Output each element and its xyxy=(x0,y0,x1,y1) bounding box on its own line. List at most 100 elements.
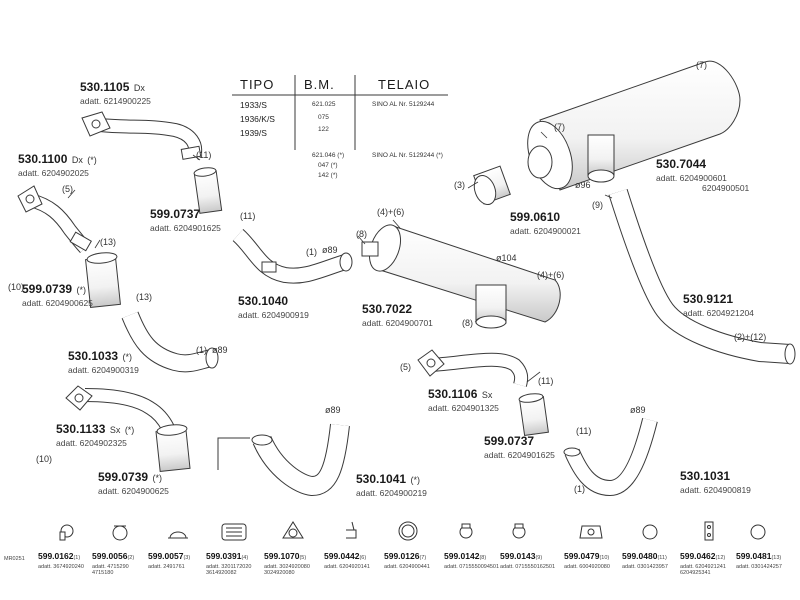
table-row-3-bm: 122 xyxy=(318,126,329,133)
label-530-1133: 530.1133 Sx (*) adatt. 6204902325 xyxy=(56,422,135,448)
clamp-icon-3 xyxy=(168,531,188,539)
callout-13: (13) xyxy=(136,292,153,302)
callout-5: (5) xyxy=(62,184,73,194)
label-530-9121: 530.9121 adatt. 6204921204 xyxy=(683,292,754,318)
callout-1: (1) xyxy=(196,345,207,355)
clamp-icon-1 xyxy=(59,524,74,541)
pipe-530-1031 xyxy=(563,418,658,497)
table-row-2-bm: 075 xyxy=(318,114,329,121)
callout-5: (5) xyxy=(400,362,411,372)
clamp-icon-2 xyxy=(112,525,128,541)
table-row-2-tipo: 1936/K/S xyxy=(240,114,275,124)
label-530-1106: 530.1106 Sx adatt. 6204901325 xyxy=(428,387,499,413)
footer-item-13: 599.0481(13)adatt. 0301424257 xyxy=(736,551,782,570)
pipe-530-1106 xyxy=(417,349,529,387)
callout-7: (7) xyxy=(554,122,565,132)
callout-4-6: (4)+(6) xyxy=(537,270,565,280)
label-599-0610: 599.0610 adatt. 6204900021 xyxy=(510,210,581,236)
label-530-1105: 530.1105 Dx adatt. 6214900225 xyxy=(80,80,151,106)
table-row-6-bm: 142 (*) xyxy=(318,172,338,179)
gasket-icon-4 xyxy=(221,523,247,541)
pipe-530-1105 xyxy=(81,111,203,160)
table-row-5-bm: 047 (*) xyxy=(318,162,338,169)
footer-item-8: 599.0142(8)adatt. 0715550094501 xyxy=(444,551,500,570)
bracket-icon-12 xyxy=(704,521,714,541)
bolt-icon-6 xyxy=(346,521,357,539)
callout-1: (1) xyxy=(574,484,585,494)
label-530-1031: 530.1031 adatt. 6204900819 xyxy=(680,469,751,495)
table-row-1-telaio: SINO AL Nr. 5129244 xyxy=(372,101,435,108)
callout-11: (11) xyxy=(240,211,256,221)
sleeve-599-0739-upper xyxy=(85,252,121,308)
callout-8: (8) xyxy=(462,318,473,328)
table-header-bm: B.M. xyxy=(304,77,335,92)
pipe-530-9121 xyxy=(608,188,796,365)
callout-diameter-104: ø104 xyxy=(496,253,517,263)
pipe-530-1041 xyxy=(217,423,350,497)
callout-9: (9) xyxy=(592,200,603,210)
footer-item-9: 599.0143(9)adatt. 0715550162501 xyxy=(500,551,556,570)
pipe-530-1040 xyxy=(232,229,353,284)
callout-11: (11) xyxy=(538,376,554,386)
ring-icon-13 xyxy=(750,524,766,540)
table-row-1-bm: 621.025 xyxy=(312,101,336,108)
sleeve-599-0737-upper xyxy=(193,167,223,214)
footer-item-10: 599.0479(10)adatt. 6004920080 xyxy=(564,551,610,570)
pipe-530-1133 xyxy=(65,385,175,432)
callout-8: (8) xyxy=(356,229,367,239)
footer-item-11: 599.0480(11)adatt. 0301423957 xyxy=(622,551,668,570)
silencer-530-7022 xyxy=(361,224,561,329)
footer-icons xyxy=(59,521,766,541)
label-530-1041: 530.1041 (*) adatt. 6204900219 xyxy=(356,472,427,498)
callout-diameter-89: ø89 xyxy=(630,405,646,415)
label-530-1100: 530.1100 Dx (*) adatt. 6204902025 xyxy=(18,152,97,178)
table-row-4-telaio: SINO AL Nr. 5129244 (*) xyxy=(372,152,443,159)
label-530-1033: 530.1033 (*) adatt. 6204900319 xyxy=(68,349,139,375)
callout-3: (3) xyxy=(454,180,465,190)
table-row-4-bm: 621.046 (*) xyxy=(312,152,345,159)
label-599-0737-upper: 599.0737 adatt. 6204901625 xyxy=(150,207,221,233)
footer-item-3: 599.0057(3)adatt. 2491761 xyxy=(148,551,191,570)
footer-item-1: 599.0162(1)adatt. 3674920240 xyxy=(38,551,84,570)
spec-table-lines xyxy=(232,75,448,150)
flange-icon-10 xyxy=(579,525,603,539)
sleeve-599-0737-lower xyxy=(518,393,549,437)
ring-icon-11 xyxy=(642,524,658,540)
table-header-tipo: TIPO xyxy=(240,77,275,92)
callout-diameter-96: ø96 xyxy=(575,180,591,190)
callout-11: (11) xyxy=(196,150,212,160)
pipe-530-1033 xyxy=(121,311,219,373)
clamp-icon-9 xyxy=(512,523,526,539)
table-row-3-tipo: 1939/S xyxy=(240,128,267,138)
callout-2-12: (2)+(12) xyxy=(734,332,767,342)
callout-diameter-89: ø89 xyxy=(325,405,341,415)
callout-1: (1) xyxy=(306,247,317,257)
label-599-0739-upper: 599.0739 (*) adatt. 6204900625 xyxy=(22,282,93,308)
sleeve-599-0610 xyxy=(473,165,511,206)
footer-item-6: 599.0442(6)adatt. 6204920141 xyxy=(324,551,370,570)
clamp-icon-8 xyxy=(459,523,473,539)
ring-icon-7 xyxy=(398,521,418,541)
label-530-7022: 530.7022 adatt. 6204900701 xyxy=(362,302,433,328)
callout-10: (10) xyxy=(36,454,53,464)
callout-13: (13) xyxy=(100,237,117,247)
footer-item-7: 599.0126(7)adatt. 6204900441 xyxy=(384,551,430,570)
callout-10: (10) xyxy=(8,282,25,292)
footer-left-code: MR0251 xyxy=(4,556,25,562)
flange-gasket-icon-5 xyxy=(282,521,304,539)
callout-4-6: (4)+(6) xyxy=(377,207,405,217)
callout-leaders xyxy=(67,131,613,383)
silencer-530-7044 xyxy=(527,60,741,191)
table-row-1-tipo: 1933/S xyxy=(240,100,267,110)
callout-7: (7) xyxy=(696,60,707,70)
label-530-7044: 530.7044 adatt. 6204900601 6204900501 xyxy=(656,157,750,193)
callout-diameter-89: ø89 xyxy=(322,245,338,255)
pipe-530-1100 xyxy=(17,185,92,253)
label-599-0737-lower: 599.0737 adatt. 6204901625 xyxy=(484,434,555,460)
label-530-1040: 530.1040 adatt. 6204900919 xyxy=(238,294,309,320)
